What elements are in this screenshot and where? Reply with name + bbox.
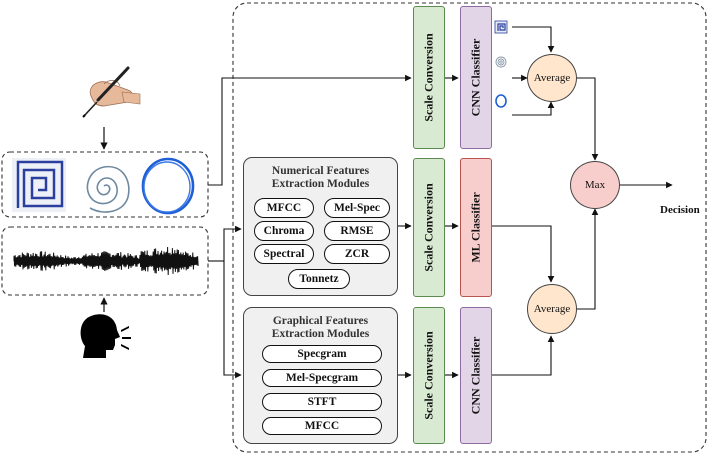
- decision-label: Decision: [660, 204, 700, 216]
- scale-conversion-label: Scale Conversion: [421, 331, 436, 420]
- mini-spiral-icon: [495, 56, 507, 68]
- scale-conversion-block-graphical: Scale Conversion: [413, 307, 445, 444]
- spiral-square-drawing-icon: [12, 158, 66, 212]
- feature-pill-spectral: Spectral: [254, 244, 314, 264]
- ml-classifier-label: ML Classifier: [468, 192, 483, 263]
- scale-conversion-block-numerical: Scale Conversion: [413, 158, 445, 297]
- cnn-classifier-block-drawing: CNN Classifier: [460, 6, 492, 149]
- feature-pill-tonnetz: Tonnetz: [288, 269, 350, 289]
- feature-pill-rmse: RMSE: [324, 221, 390, 241]
- circle-drawing-icon: [141, 157, 195, 215]
- numerical-panel-title-line1: Numerical Features: [271, 165, 370, 177]
- ml-classifier-block: ML Classifier: [460, 158, 492, 297]
- graphical-features-panel: Graphical Features Extraction Modules Sp…: [243, 307, 398, 444]
- numerical-panel-title-line2: Extraction Modules: [271, 178, 370, 190]
- feature-pill-specgram: Specgram: [262, 345, 382, 363]
- audio-waveform-icon: [13, 246, 199, 276]
- scale-conversion-label: Scale Conversion: [421, 33, 436, 122]
- cnn-classifier-label: CNN Classifier: [468, 336, 483, 415]
- feature-pill-mfcc-graphical: MFCC: [262, 417, 382, 435]
- average-node-voice: Average: [527, 284, 577, 334]
- average-label: Average: [533, 303, 571, 315]
- feature-pill-zcr: ZCR: [324, 244, 390, 264]
- cnn-classifier-label: CNN Classifier: [468, 38, 483, 117]
- max-node: Max: [570, 161, 620, 209]
- mini-circle-icon: [495, 94, 507, 108]
- voice-samples-frame: [1, 226, 209, 296]
- average-label: Average: [533, 72, 571, 84]
- feature-pill-mfcc: MFCC: [254, 198, 314, 218]
- scale-conversion-label: Scale Conversion: [421, 183, 436, 272]
- spiral-drawing-icon: [86, 165, 130, 213]
- scale-conversion-block-drawing: Scale Conversion: [413, 6, 445, 149]
- graphical-panel-title-line2: Extraction Modules: [271, 328, 370, 340]
- feature-pill-mel-specgram: Mel-Specgram: [262, 369, 382, 387]
- mini-spiral-square-icon: [494, 20, 508, 34]
- max-label: Max: [584, 179, 606, 191]
- cnn-classifier-block-graphical: CNN Classifier: [460, 307, 492, 444]
- numerical-features-panel: Numerical Features Extraction Modules MF…: [243, 157, 398, 296]
- feature-pill-mel-spec: Mel-Spec: [324, 198, 390, 218]
- average-node-drawing: Average: [527, 54, 577, 102]
- speaking-head-icon: [80, 314, 131, 358]
- feature-pill-stft: STFT: [262, 393, 382, 411]
- graphical-panel-title-line1: Graphical Features: [272, 315, 369, 327]
- hand-writing-pen-icon: [82, 66, 141, 118]
- feature-pill-chroma: Chroma: [254, 221, 314, 241]
